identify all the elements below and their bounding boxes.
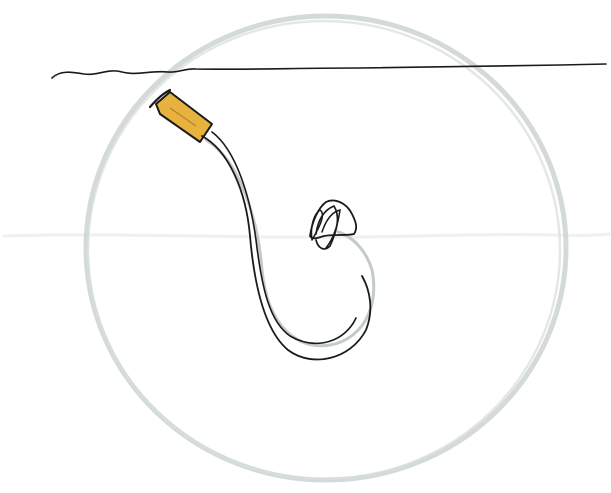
scribble-hook-icon	[310, 201, 356, 249]
large-marker-circle-overstroke	[88, 21, 560, 479]
grey-loop-shadow	[206, 140, 374, 346]
yellow-tube-icon	[150, 90, 212, 142]
faint-horizontal-smudge	[4, 234, 611, 237]
horizon-wavy-line	[52, 64, 606, 78]
cord-black-line-outer	[202, 136, 370, 360]
